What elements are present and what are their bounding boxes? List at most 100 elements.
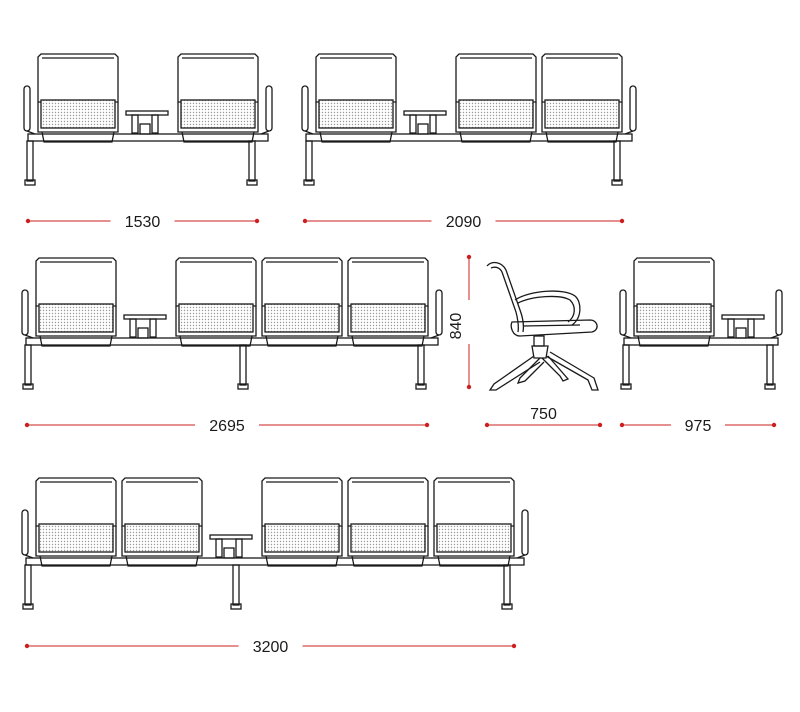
armrest-post bbox=[23, 85, 31, 132]
seat-cushion bbox=[261, 526, 343, 557]
leg bbox=[230, 564, 242, 610]
table-bracket bbox=[129, 318, 137, 338]
support-beam bbox=[27, 133, 269, 142]
armrest bbox=[770, 289, 783, 339]
seat-front-edge bbox=[179, 335, 253, 347]
seat-cushion bbox=[315, 102, 397, 133]
side-base-leg bbox=[488, 355, 541, 391]
seat-front-edge bbox=[39, 335, 113, 347]
table-top bbox=[721, 314, 765, 320]
seat-front-edge bbox=[545, 131, 619, 143]
seat-mesh bbox=[180, 99, 256, 129]
dimension-3200: 3200 bbox=[24, 639, 517, 656]
armrest-post bbox=[265, 85, 273, 132]
seat-mesh bbox=[350, 523, 426, 553]
armrest bbox=[21, 289, 34, 339]
seat-cushion bbox=[121, 526, 203, 557]
leg-post bbox=[622, 344, 630, 386]
unit-1-seat-table bbox=[619, 257, 783, 390]
support-beam bbox=[25, 557, 525, 566]
dimension-endpoint bbox=[424, 422, 430, 428]
table-bracket bbox=[235, 538, 243, 558]
leg-post bbox=[305, 140, 313, 182]
seat-backrest bbox=[633, 257, 715, 307]
leg-post bbox=[26, 140, 34, 182]
leg bbox=[501, 564, 513, 610]
leg-foot bbox=[764, 383, 776, 390]
unit-4-seats-table bbox=[21, 257, 443, 390]
table-bracket bbox=[131, 114, 139, 134]
leg-post bbox=[417, 344, 425, 386]
seat-front-edge bbox=[181, 131, 255, 143]
seat bbox=[433, 477, 515, 567]
unit-2-seats-table bbox=[23, 53, 273, 186]
seat-backrest bbox=[37, 53, 119, 103]
leg bbox=[246, 140, 258, 186]
seat-front-edge bbox=[265, 335, 339, 347]
seat-front-edge bbox=[351, 555, 425, 567]
seat-backrest bbox=[261, 477, 343, 527]
seat-backrest bbox=[433, 477, 515, 527]
seat-mesh bbox=[264, 523, 340, 553]
dimension-endpoint bbox=[466, 384, 472, 390]
armrest-post bbox=[775, 289, 783, 336]
armrest bbox=[430, 289, 443, 339]
table-bracket bbox=[747, 318, 755, 338]
armrest-post bbox=[21, 289, 29, 336]
seat-mesh bbox=[544, 99, 620, 129]
table-top bbox=[403, 110, 447, 116]
dimension-endpoint bbox=[511, 643, 517, 649]
support-beam bbox=[305, 133, 633, 142]
seat bbox=[177, 53, 259, 143]
leg-foot bbox=[246, 179, 258, 186]
dimension-endpoint bbox=[771, 422, 777, 428]
dimension-label: 1530 bbox=[125, 214, 161, 231]
seat bbox=[541, 53, 623, 143]
table-top bbox=[209, 534, 253, 540]
seat-backrest bbox=[315, 53, 397, 103]
side-table bbox=[721, 314, 765, 339]
side-base-leg bbox=[541, 355, 570, 382]
table-bracket bbox=[727, 318, 735, 338]
dimension-840 bbox=[466, 254, 472, 390]
dimension-label: 750 bbox=[530, 406, 557, 423]
leg-foot bbox=[24, 179, 36, 186]
dimension-endpoint bbox=[24, 422, 30, 428]
unit-side-view bbox=[486, 261, 599, 391]
dimension-endpoint bbox=[619, 422, 625, 428]
seat-backrest bbox=[541, 53, 623, 103]
seat-mesh bbox=[40, 99, 116, 129]
side-base-leg bbox=[545, 351, 599, 391]
dimension-label: 3200 bbox=[253, 639, 289, 656]
seat-backrest bbox=[35, 257, 117, 307]
seat-mesh bbox=[38, 303, 114, 333]
seat-cushion bbox=[347, 306, 429, 337]
leg bbox=[620, 344, 632, 390]
table-top bbox=[123, 314, 167, 320]
side-table bbox=[125, 110, 169, 135]
seat bbox=[121, 477, 203, 567]
leg bbox=[764, 344, 776, 390]
armrest bbox=[260, 85, 273, 135]
leg bbox=[415, 344, 427, 390]
side-table bbox=[209, 534, 253, 559]
seat-front-edge bbox=[39, 555, 113, 567]
leg-foot bbox=[22, 603, 34, 610]
seat bbox=[633, 257, 715, 347]
dimension-endpoint bbox=[254, 218, 260, 224]
seat-cushion bbox=[455, 102, 537, 133]
dimension-2090: 2090 bbox=[302, 214, 625, 231]
dimension-endpoint bbox=[597, 422, 603, 428]
seat-front-edge bbox=[637, 335, 711, 347]
table-bracket bbox=[409, 114, 417, 134]
seat-cushion bbox=[35, 306, 117, 337]
table-bracket bbox=[215, 538, 223, 558]
leg-post bbox=[766, 344, 774, 386]
seat bbox=[315, 53, 397, 143]
side-base-leg bbox=[516, 357, 545, 384]
dimension-endpoint bbox=[484, 422, 490, 428]
side-hub bbox=[531, 345, 549, 359]
leg-foot bbox=[415, 383, 427, 390]
armrest-post bbox=[521, 509, 529, 556]
table-clamp bbox=[417, 123, 429, 135]
